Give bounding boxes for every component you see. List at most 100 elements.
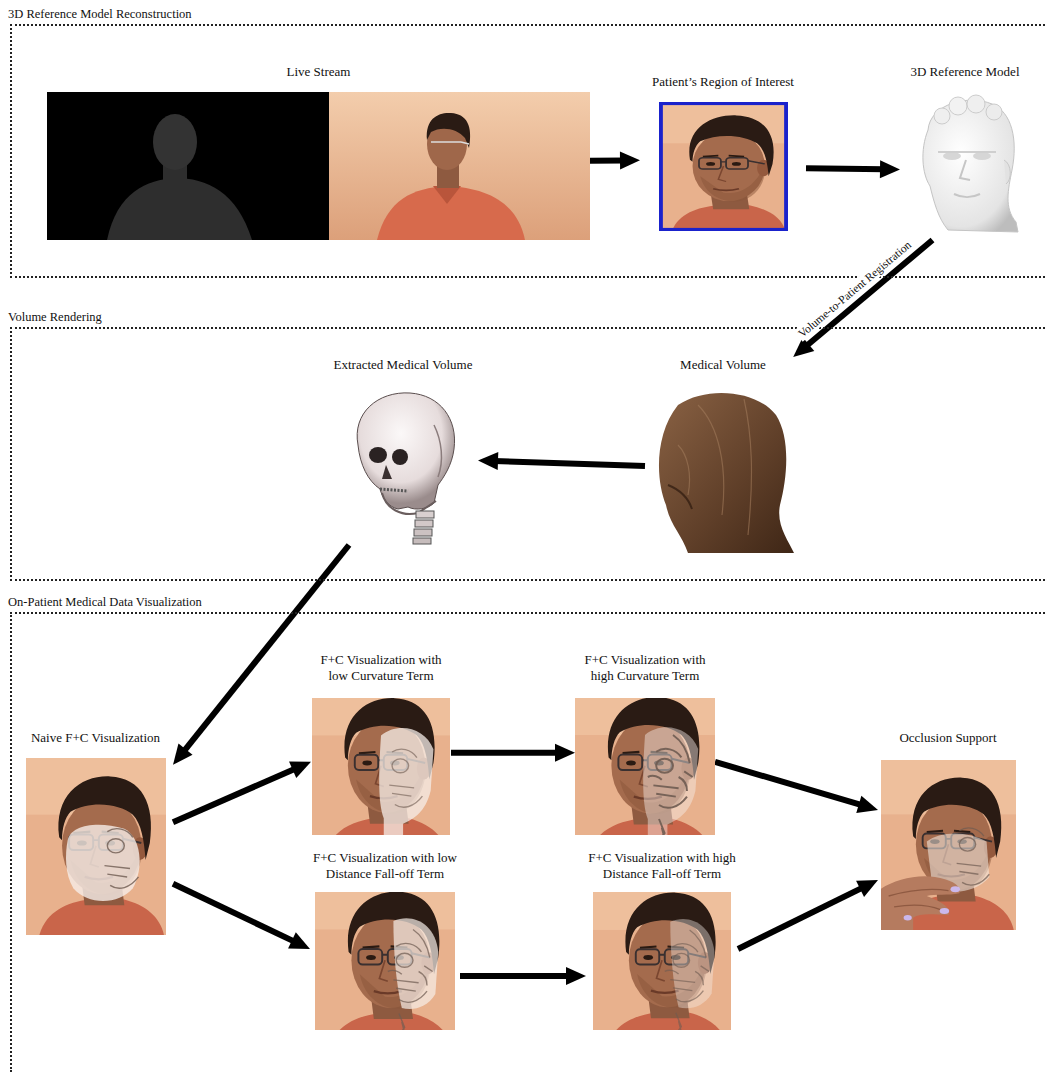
illustration-part (374, 991, 402, 993)
arrow-shaft (173, 768, 296, 822)
illustration-part (659, 797, 687, 808)
illustration-part (382, 465, 392, 479)
illustration-part (698, 158, 720, 169)
illustration-part (593, 892, 731, 1030)
illustration-part (104, 829, 138, 889)
panel-caption: F+C Visualization with high Distance Fal… (587, 850, 737, 882)
illustration-part (26, 758, 166, 935)
arrow-shaft (494, 461, 645, 466)
illustration-part (960, 160, 970, 180)
illustration-part (731, 162, 740, 166)
illustration-part (315, 892, 455, 1030)
image-panel: Naive F+C Visualization (18, 730, 173, 935)
panel-illustration (881, 760, 1016, 930)
illustration-part (967, 95, 985, 113)
arrow-head (289, 762, 311, 778)
illustration-part (414, 529, 432, 536)
panel-caption: Occlusion Support (878, 730, 1018, 746)
illustration-part (392, 749, 417, 757)
flow-arrow (173, 762, 311, 823)
arrow-shaft (451, 750, 559, 756)
illustration-part (726, 158, 748, 169)
illustration-part (399, 991, 427, 1002)
flow-arrow (173, 884, 310, 949)
panel-illustration (648, 385, 798, 555)
arrow-shaft (460, 973, 570, 979)
illustration-part (1004, 160, 1010, 184)
arrow-head (856, 880, 878, 897)
panel-caption: F+C Visualization with low Distance Fall… (312, 850, 458, 882)
image-panel: Extracted Medical Volume (328, 357, 478, 545)
illustration-part (626, 760, 636, 765)
illustration-part (47, 92, 329, 240)
panel-caption: Extracted Medical Volume (328, 357, 478, 373)
illustration-part (107, 178, 252, 240)
illustration-part (673, 930, 709, 1030)
illustration-part (881, 760, 1016, 930)
flow-arrow (715, 762, 878, 813)
image-panel: Live Stream (47, 64, 590, 240)
arrow-shaft (805, 240, 932, 347)
illustration-part (673, 953, 690, 967)
illustration-part (415, 520, 433, 527)
image-panel: Medical Volume (645, 357, 801, 555)
panel-caption: F+C Visualization with low Curvature Ter… (316, 652, 446, 684)
section-band: Volume RenderingExtracted Medical Volume… (8, 307, 1045, 581)
illustration-part (357, 393, 454, 509)
illustration-part (388, 970, 427, 985)
image-panel: Occlusion Support (878, 730, 1018, 930)
illustration-part (379, 960, 387, 981)
illustration-part (65, 825, 139, 901)
illustration-part (706, 162, 715, 166)
illustration-part (380, 489, 408, 491)
panel-caption: Naive F+C Visualization (18, 730, 173, 746)
section-heading: 3D Reference Model Reconstruction (8, 6, 192, 22)
illustration-part (395, 796, 423, 807)
illustration-part (651, 991, 679, 993)
illustration-part (392, 759, 409, 773)
panel-illustration (575, 698, 715, 835)
illustration-part (922, 100, 1017, 232)
section-band: On-Patient Medical Data VisualizationNai… (8, 592, 1045, 1072)
flow-arrow (460, 967, 586, 985)
illustration-part (648, 735, 693, 835)
arrow-head (173, 744, 193, 765)
illustration-part (366, 955, 376, 960)
illustration-part (413, 538, 431, 544)
image-panel: F+C Visualization with high Distance Fal… (586, 850, 738, 1030)
illustration-part (434, 425, 441, 477)
flow-arrow (793, 240, 932, 357)
illustration-part (718, 166, 726, 181)
arrow-shaft (590, 157, 624, 163)
illustration-part (389, 785, 414, 796)
illustration-part (643, 955, 653, 960)
illustration-part (689, 115, 773, 176)
arrow-head (620, 152, 640, 170)
section-band: 3D Reference Model ReconstructionLive St… (8, 4, 1045, 278)
illustration-part (656, 735, 692, 835)
illustration-part (648, 776, 687, 791)
illustration-part (659, 393, 794, 553)
illustration-part (956, 863, 980, 874)
panel-illustration (659, 102, 788, 231)
illustration-part (939, 908, 949, 914)
illustration-part (665, 970, 704, 985)
illustration-part (881, 876, 960, 930)
illustration-part (956, 828, 989, 885)
panel-illustration (338, 385, 468, 545)
illustration-part (673, 944, 698, 952)
illustration-part (702, 156, 743, 157)
illustration-part (959, 828, 983, 836)
illustration-part (668, 485, 692, 509)
arrow-shaft (806, 168, 884, 169)
illustration-part (377, 186, 525, 240)
illustration-part (903, 915, 911, 920)
illustration-part (107, 829, 132, 838)
arrow-head (478, 452, 498, 470)
arrow-head (880, 160, 900, 178)
illustration-part (388, 930, 433, 1031)
section-heading: On-Patient Medical Data Visualization (8, 594, 202, 610)
illustration-part (986, 104, 1002, 120)
illustration-part (959, 838, 975, 852)
illustration-part (949, 97, 967, 115)
